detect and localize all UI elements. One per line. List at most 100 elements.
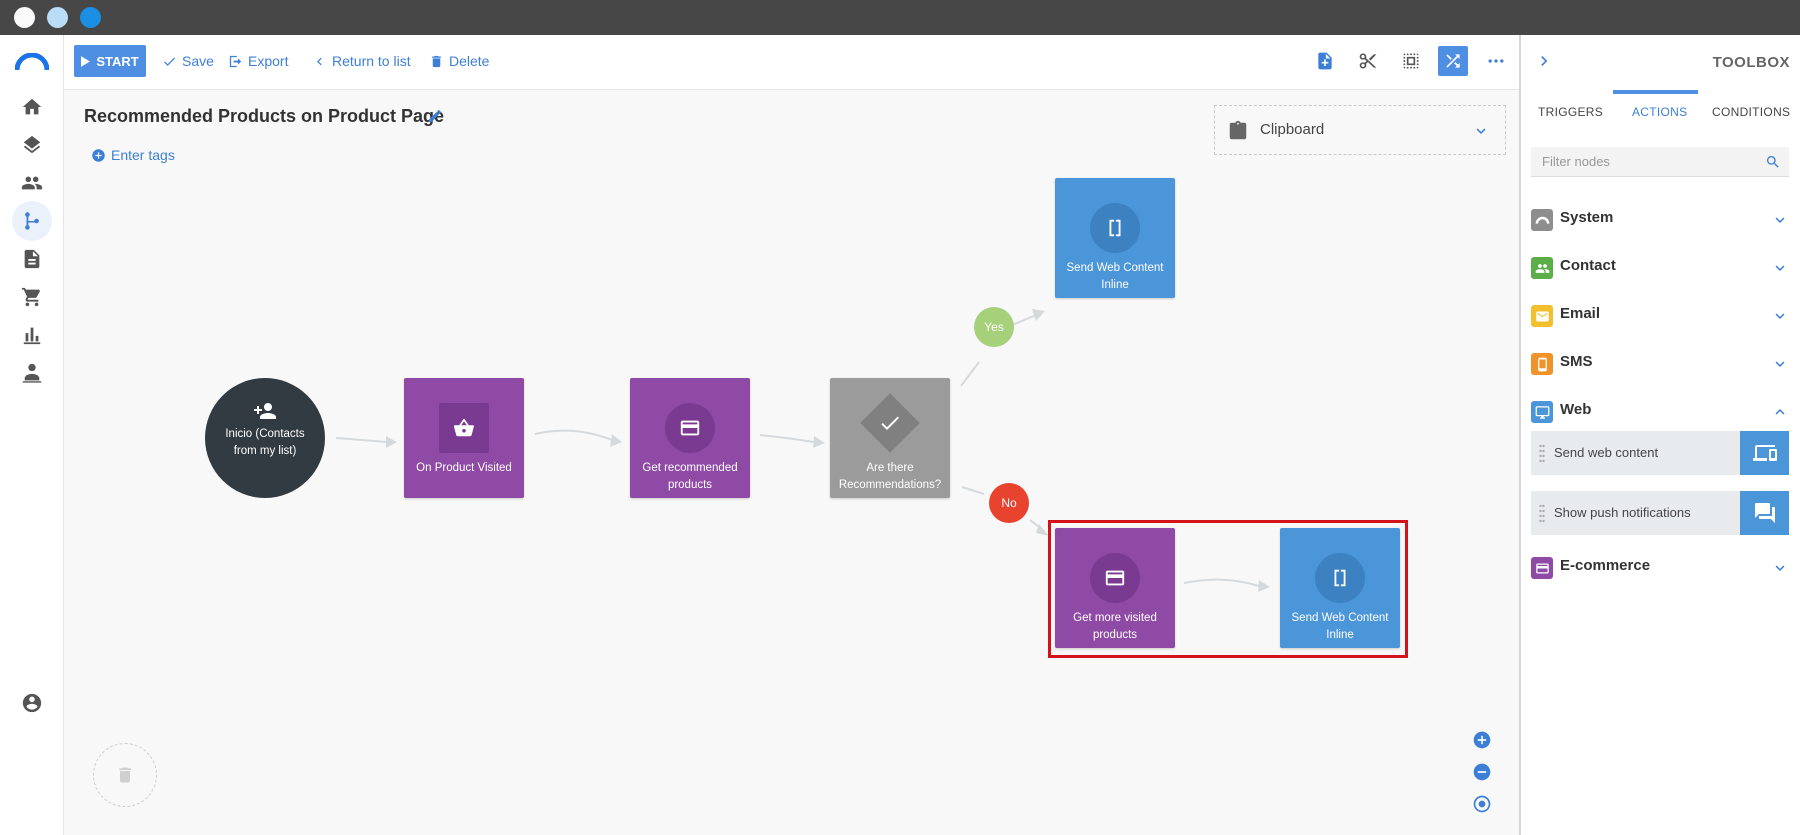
- window-close-button[interactable]: [14, 7, 35, 28]
- trash-drop-zone[interactable]: [93, 743, 157, 807]
- tab-conditions[interactable]: CONDITIONS: [1712, 105, 1791, 119]
- chevron-up-icon[interactable]: [1771, 403, 1789, 421]
- add-note-icon[interactable]: [1310, 46, 1340, 76]
- zoom-out-icon[interactable]: [1471, 761, 1493, 783]
- chevron-down-icon[interactable]: [1771, 307, 1789, 325]
- chevron-down-icon[interactable]: [1771, 355, 1789, 373]
- chevron-right-icon[interactable]: [1534, 51, 1554, 71]
- card-icon: [1090, 553, 1140, 603]
- center-view-icon[interactable]: [1471, 793, 1493, 815]
- start-button[interactable]: START: [74, 45, 146, 77]
- edit-title-icon[interactable]: [427, 108, 443, 124]
- clipboard-icon: [1227, 120, 1249, 142]
- bar-chart-icon[interactable]: [12, 315, 52, 355]
- scissors-icon[interactable]: [1353, 46, 1383, 76]
- trash-icon: [119, 767, 131, 783]
- node-label: Get more visited products: [1073, 612, 1157, 641]
- connector-start-to-visited: [335, 437, 387, 443]
- chevron-down-icon[interactable]: [1771, 559, 1789, 577]
- start-node[interactable]: Inicio (Contacts from my list): [205, 378, 325, 498]
- add-circle-icon: [92, 148, 105, 162]
- filter-nodes-input[interactable]: [1531, 147, 1789, 177]
- tool-send-web-content[interactable]: Send web content: [1531, 431, 1789, 475]
- automation-flow-icon[interactable]: [12, 201, 52, 241]
- selection-highlight: [1048, 520, 1408, 658]
- ecommerce-icon: [1531, 557, 1553, 579]
- brand-logo-icon[interactable]: [15, 53, 49, 71]
- chevron-down-icon[interactable]: [1472, 122, 1490, 140]
- editor-toolbar: START Save Export Return to list Delete: [64, 35, 1519, 90]
- window-minimize-button[interactable]: [47, 7, 68, 28]
- return-to-list-label: Return to list: [332, 53, 411, 69]
- chevron-down-icon[interactable]: [1771, 259, 1789, 277]
- category-sms[interactable]: SMS: [1531, 349, 1789, 377]
- clipboard-label: Clipboard: [1260, 121, 1325, 138]
- category-email[interactable]: Email: [1531, 301, 1789, 329]
- category-system[interactable]: System: [1531, 205, 1789, 233]
- connector-get-more-to-send-bottom: [1183, 578, 1260, 587]
- brackets-icon: [1315, 553, 1365, 603]
- clipboard-panel[interactable]: Clipboard: [1214, 105, 1506, 155]
- category-label: Contact: [1560, 257, 1616, 274]
- node-get-more-visited-products[interactable]: Get more visited products: [1055, 528, 1175, 648]
- layers-icon[interactable]: [12, 125, 52, 165]
- connector-yes-to-send-top: [1009, 314, 1037, 327]
- category-web[interactable]: Web: [1531, 397, 1789, 425]
- node-send-web-content-inline-top[interactable]: Send Web Content Inline: [1055, 178, 1175, 298]
- web-icon: [1531, 401, 1553, 423]
- window-maximize-button[interactable]: [80, 7, 101, 28]
- auto-layout-icon[interactable]: [1438, 46, 1468, 76]
- branch-yes-badge[interactable]: Yes: [974, 307, 1014, 347]
- card-icon: [665, 403, 715, 453]
- delete-button[interactable]: Delete: [429, 51, 489, 71]
- drag-handle-icon[interactable]: [1539, 503, 1545, 523]
- account-icon[interactable]: [12, 683, 52, 723]
- chat-bubble-icon: [1740, 491, 1789, 535]
- devices-icon: [1740, 431, 1789, 475]
- active-tab-indicator: [1613, 90, 1698, 94]
- search-icon[interactable]: [1765, 154, 1781, 170]
- system-icon: [1531, 209, 1553, 231]
- page-title: Recommended Products on Product Page: [84, 106, 445, 126]
- contact-icon: [1531, 257, 1553, 279]
- document-icon[interactable]: [12, 239, 52, 279]
- zoom-in-icon[interactable]: [1471, 729, 1493, 751]
- branch-no-badge[interactable]: No: [989, 483, 1029, 523]
- save-button[interactable]: Save: [162, 51, 214, 71]
- category-contact[interactable]: Contact: [1531, 253, 1789, 281]
- arrow-head: [1032, 309, 1045, 321]
- flow-canvas[interactable]: Recommended Products on Product Page Ent…: [64, 90, 1519, 835]
- export-button[interactable]: Export: [228, 51, 288, 71]
- left-navigation: [0, 35, 64, 835]
- tab-triggers[interactable]: TRIGGERS: [1538, 105, 1604, 119]
- enter-tags-label: Enter tags: [111, 147, 175, 163]
- tool-show-push-notifications[interactable]: Show push notifications: [1531, 491, 1789, 535]
- save-button-label: Save: [182, 53, 214, 69]
- people-icon[interactable]: [12, 163, 52, 203]
- add-contacts-icon: [253, 399, 277, 423]
- enter-tags-button[interactable]: Enter tags: [91, 147, 175, 163]
- home-icon[interactable]: [12, 87, 52, 127]
- node-label: Send Web Content Inline: [1291, 612, 1389, 641]
- node-get-recommended-products[interactable]: Get recommended products: [630, 378, 750, 498]
- node-send-web-content-inline-bottom[interactable]: Send Web Content Inline: [1280, 528, 1400, 648]
- arrow-head: [610, 434, 622, 447]
- chevron-down-icon[interactable]: [1771, 211, 1789, 229]
- return-to-list-button[interactable]: Return to list: [312, 51, 411, 71]
- cart-icon[interactable]: [12, 277, 52, 317]
- more-options-icon[interactable]: [1481, 46, 1511, 76]
- admin-user-icon[interactable]: [12, 353, 52, 393]
- connector-recommended-to-condition: [759, 434, 815, 443]
- node-are-there-recommendations[interactable]: Are there Recommendations?: [830, 378, 950, 498]
- trash-icon: [432, 55, 441, 67]
- category-label: Web: [1560, 401, 1592, 418]
- delete-button-label: Delete: [449, 53, 490, 69]
- category-ecommerce[interactable]: E-commerce: [1531, 553, 1789, 581]
- tab-actions[interactable]: ACTIONS: [1632, 105, 1688, 119]
- select-area-icon[interactable]: [1396, 46, 1426, 76]
- check-icon: [164, 57, 176, 66]
- toolbox-panel: TOOLBOX TRIGGERS ACTIONS CONDITIONS Syst…: [1519, 35, 1800, 835]
- drag-handle-icon[interactable]: [1539, 443, 1545, 463]
- basket-icon: [439, 403, 489, 453]
- node-on-product-visited[interactable]: On Product Visited: [404, 378, 524, 498]
